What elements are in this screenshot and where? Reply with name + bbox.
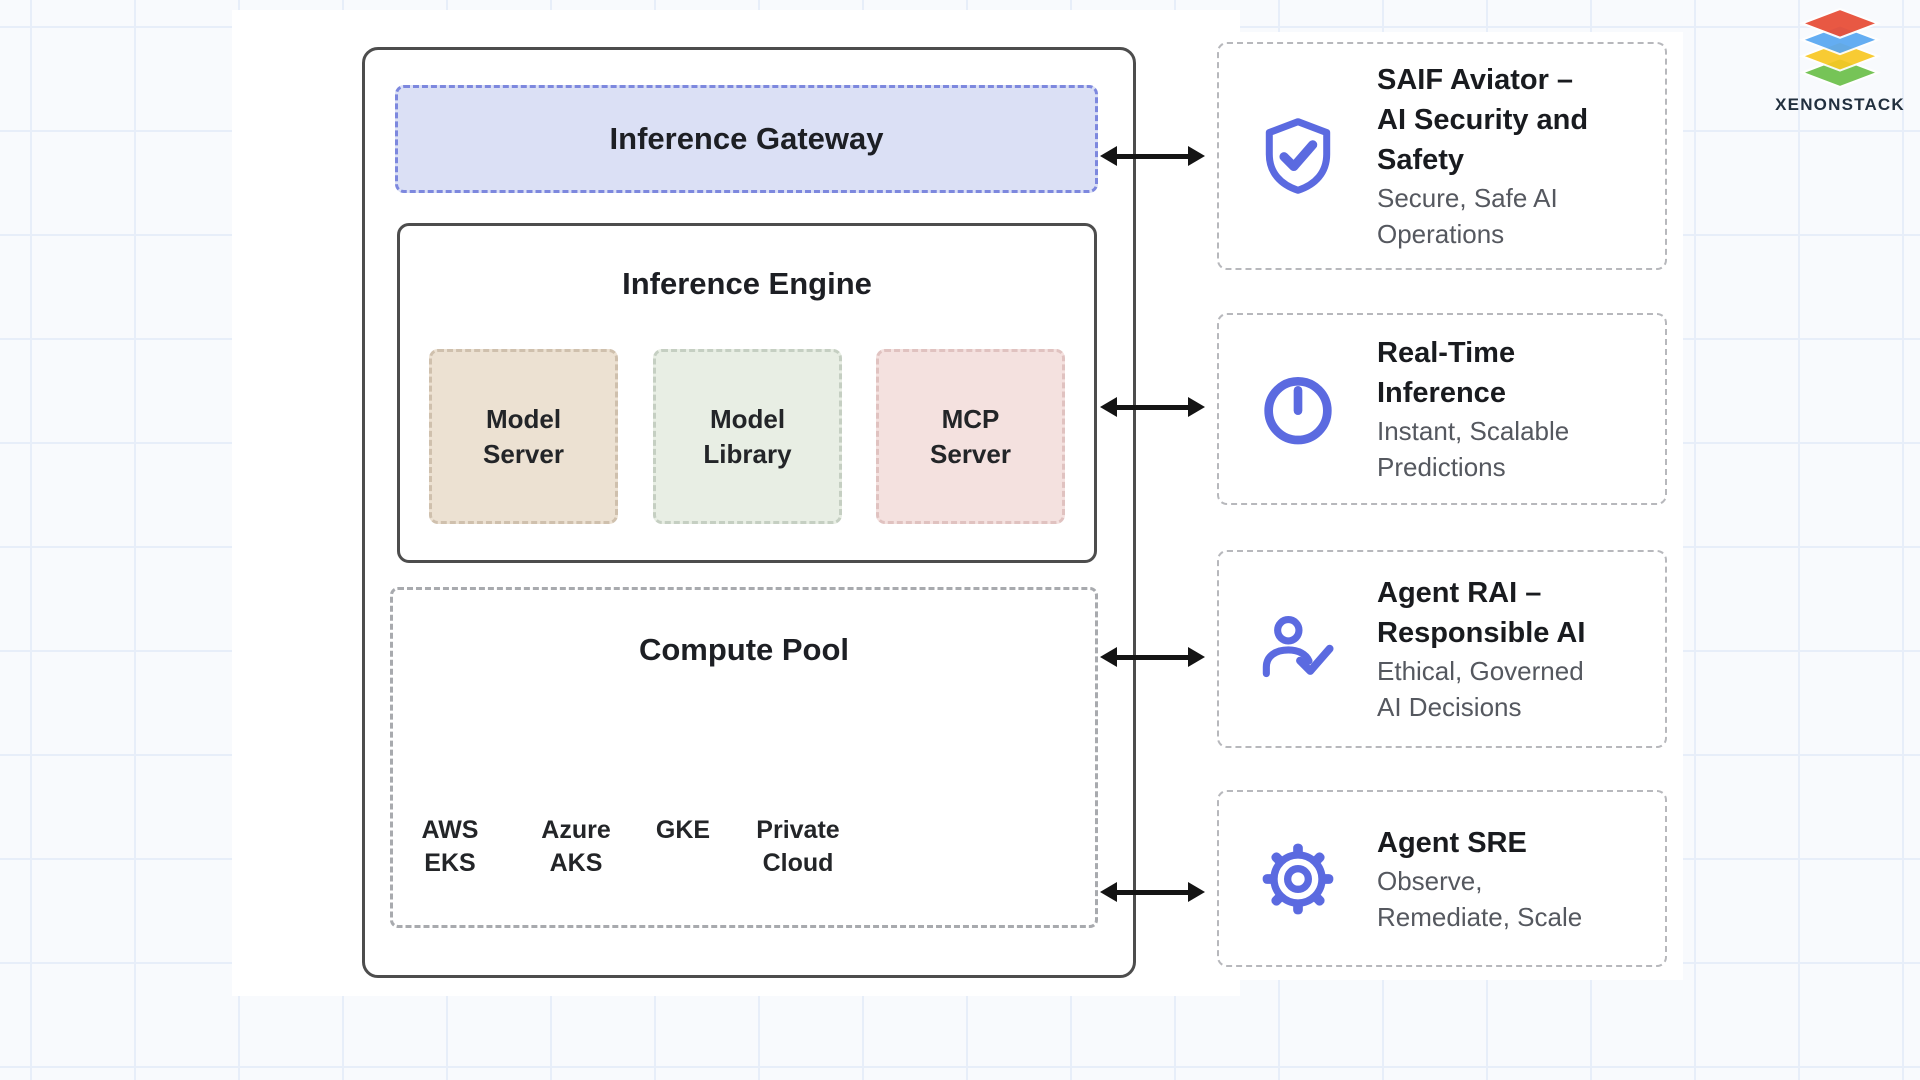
card-subtitle: Ethical, Governed AI Decisions bbox=[1377, 656, 1584, 722]
clock-icon bbox=[1219, 369, 1377, 449]
card-title: SAIF Aviator – AI Security and Safety bbox=[1377, 64, 1589, 176]
xenonstack-logo-text: XENONSTACK bbox=[1775, 95, 1905, 114]
inference-gateway-box: Inference Gateway bbox=[395, 85, 1098, 193]
card-title: Real-Time Inference bbox=[1377, 337, 1516, 409]
model-server-box: Model Server bbox=[429, 349, 618, 524]
card-title: Agent SRE bbox=[1377, 826, 1527, 859]
card-subtitle: Observe, Remediate, Scale bbox=[1377, 865, 1583, 932]
compute-pool-title: Compute Pool bbox=[638, 632, 850, 667]
card-realtime-inference: Real-Time Inference Instant, Scalable Pr… bbox=[1217, 313, 1667, 505]
card-agent-sre: Agent SRE Observe, Remediate, Scale bbox=[1217, 790, 1667, 967]
xenonstack-logo: XENONSTACK bbox=[1758, 7, 1920, 115]
inference-gateway-label: Inference Gateway bbox=[609, 121, 884, 156]
provider-azure-aks: Azure AKS bbox=[541, 816, 611, 877]
arrow-compute-to-sre bbox=[1100, 881, 1205, 903]
provider-private-cloud: Private Cloud bbox=[756, 816, 840, 877]
gear-icon bbox=[1219, 839, 1377, 919]
card-title: Agent RAI – Responsible AI bbox=[1377, 577, 1586, 649]
model-library-box: Model Library bbox=[653, 349, 842, 524]
xenonstack-logo-icon bbox=[1799, 7, 1881, 89]
card-subtitle: Instant, Scalable Predictions bbox=[1377, 416, 1570, 482]
user-check-icon bbox=[1219, 607, 1377, 691]
shield-check-icon bbox=[1219, 114, 1377, 198]
compute-pool-box: Compute Pool AWS EKS Azure AKS GKE Priva… bbox=[390, 587, 1098, 928]
inference-engine-title: Inference Engine bbox=[622, 266, 872, 301]
inference-engine-box: Inference Engine Model Server Model Libr… bbox=[397, 223, 1097, 563]
card-saif-aviator: SAIF Aviator – AI Security and Safety Se… bbox=[1217, 42, 1667, 270]
arrow-compute-to-rai bbox=[1100, 646, 1205, 668]
arrow-gateway-to-saif bbox=[1100, 145, 1205, 167]
arrow-engine-to-realtime bbox=[1100, 396, 1205, 418]
mcp-server-box: MCP Server bbox=[876, 349, 1065, 524]
provider-gke: GKE bbox=[655, 816, 711, 844]
provider-aws-eks: AWS EKS bbox=[421, 816, 479, 877]
card-subtitle: Secure, Safe AI Operations bbox=[1377, 183, 1558, 249]
card-agent-rai: Agent RAI – Responsible AI Ethical, Gove… bbox=[1217, 550, 1667, 748]
